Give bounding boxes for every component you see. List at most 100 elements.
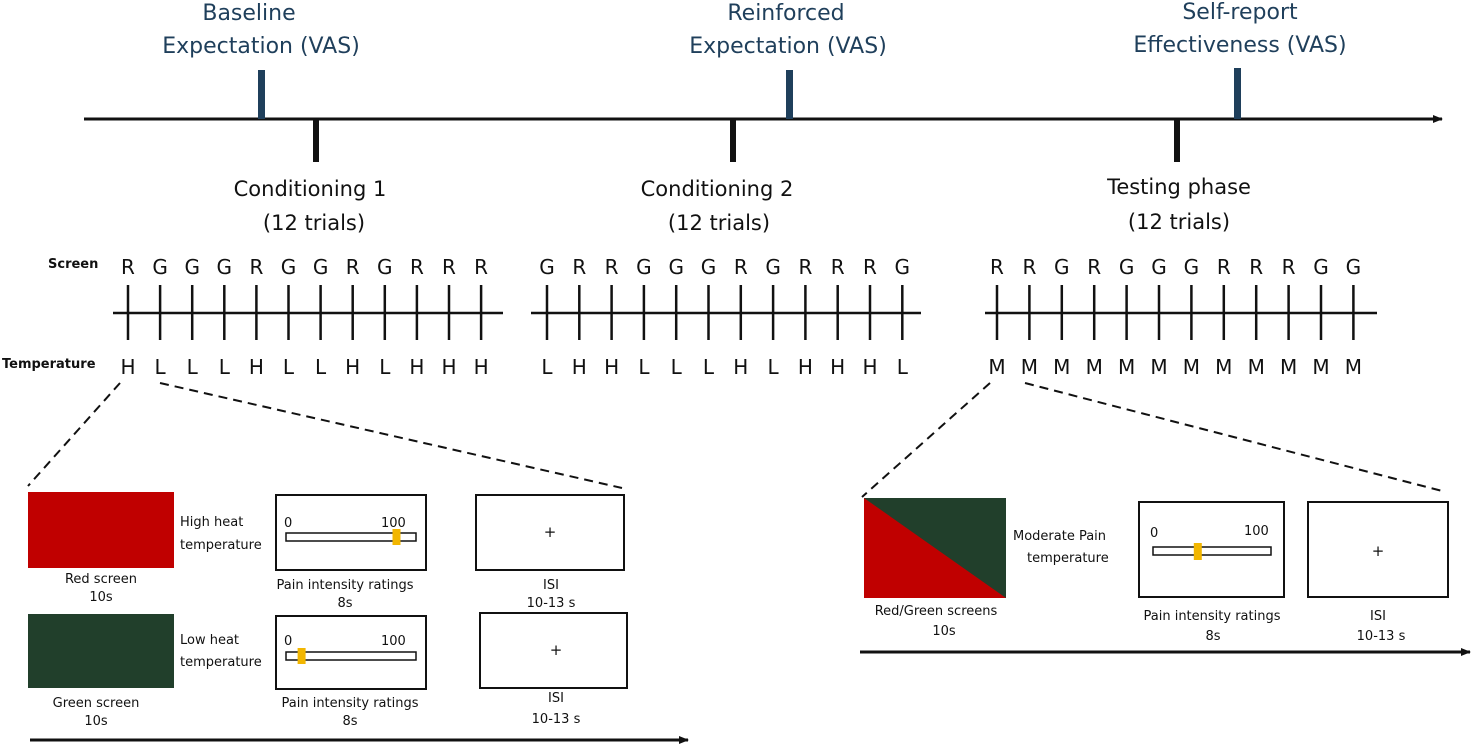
temperature-trial-letter: H [604, 355, 619, 379]
red-trial-rating-slider [285, 532, 417, 542]
phase-label-conditioning-2: Conditioning 2 [641, 177, 794, 201]
screen-trial-letter: R [831, 255, 845, 279]
phase-trials-testing: (12 trials) [1128, 210, 1230, 234]
red-trial-scale-min: 0 [284, 516, 292, 531]
temperature-trial-letter: H [572, 355, 587, 379]
zoom-line-testing-right [1024, 382, 1447, 493]
green-trial-rating-marker [297, 648, 306, 664]
temperature-trial-letter: H [249, 355, 264, 379]
green-trial-rating-duration: 8s [342, 714, 357, 729]
screen-trial-letter: R [1249, 255, 1263, 279]
screen-trial-letter: R [605, 255, 619, 279]
temperature-trial-letter: M [1312, 355, 1329, 379]
screen-trial-letter: G [765, 255, 781, 279]
screen-trial-letter: R [1022, 255, 1036, 279]
vas-label-baseline-line1: Baseline [202, 1, 295, 26]
red-trial-scale-max: 100 [381, 516, 406, 531]
green-trial-isi-duration: 10-13 s [532, 712, 581, 727]
screen-trial-letter: G [895, 255, 911, 279]
vas-label-reinforced-line2: Expectation (VAS) [689, 34, 887, 59]
temperature-trial-letter: H [733, 355, 748, 379]
temperature-trial-letter: H [345, 355, 360, 379]
phase-marker-testing [1174, 119, 1180, 162]
temperature-trial-letter: M [1021, 355, 1038, 379]
red-trial-rating-label: Pain intensity ratings [277, 578, 414, 593]
screen-trial-letter: R [1087, 255, 1101, 279]
testing-isi-label: ISI [1370, 609, 1386, 624]
testing-rating-label: Pain intensity ratings [1144, 609, 1281, 624]
temperature-trial-letter: L [315, 355, 327, 379]
screen-trial-letter: R [249, 255, 263, 279]
vas-label-reinforced-line1: Reinforced [727, 1, 844, 26]
screen-trial-letter: G [539, 255, 555, 279]
screen-trial-letter: G [1119, 255, 1135, 279]
screen-trial-letter: R [734, 255, 748, 279]
screen-trial-letter: R [1282, 255, 1296, 279]
testing-scale-max: 100 [1244, 524, 1269, 539]
testing-isi-fixation: + [1372, 542, 1385, 560]
high-heat-label-line2: temperature [180, 538, 262, 553]
screen-trial-letter: G [152, 255, 168, 279]
screen-trial-letter: G [636, 255, 652, 279]
screen-trial-letter: R [121, 255, 135, 279]
low-heat-label-line1: Low heat [180, 633, 239, 648]
temperature-trial-letter: H [120, 355, 135, 379]
red-trial-isi-duration: 10-13 s [527, 596, 576, 611]
phase-trials-conditioning-2: (12 trials) [668, 211, 770, 235]
green-screen-duration: 10s [84, 714, 108, 729]
screen-trial-letter: G [184, 255, 200, 279]
temperature-trial-letter: M [1183, 355, 1200, 379]
screen-trial-letter: G [1151, 255, 1167, 279]
zoom-line-conditioning-left [27, 382, 121, 487]
green-screen-swatch [28, 614, 174, 688]
temperature-trial-letter: H [409, 355, 424, 379]
screen-trial-letter: G [217, 255, 233, 279]
vas-label-self-report-line2: Effectiveness (VAS) [1133, 33, 1346, 58]
screen-trial-letter: G [1184, 255, 1200, 279]
phase-trials-conditioning-1: (12 trials) [263, 211, 365, 235]
screen-trial-letter: G [1054, 255, 1070, 279]
screen-trial-letter: R [410, 255, 424, 279]
screen-trial-letter: G [281, 255, 297, 279]
phase-marker-conditioning-1 [313, 119, 319, 162]
temperature-trial-letter: M [1086, 355, 1103, 379]
red-trial-rating-duration: 8s [337, 596, 352, 611]
red-trial-isi-label: ISI [543, 578, 559, 593]
vas-marker-self-report [1234, 68, 1241, 119]
screen-trial-letter: R [346, 255, 360, 279]
temperature-trial-letter: L [703, 355, 715, 379]
temperature-trial-letter: L [155, 355, 167, 379]
screen-trial-letter: R [474, 255, 488, 279]
green-screen-label: Green screen [53, 696, 140, 711]
temperature-trial-letter: M [988, 355, 1005, 379]
screen-trial-letter: R [572, 255, 586, 279]
temperature-trial-letter: H [862, 355, 877, 379]
screen-trial-letter: R [863, 255, 877, 279]
phase-marker-conditioning-2 [730, 119, 736, 162]
testing-rating-slider [1152, 546, 1272, 556]
red-trial-rating-marker [392, 529, 401, 545]
row-label-screen: Screen [48, 257, 98, 272]
temperature-trial-letter: M [1150, 355, 1167, 379]
vas-marker-baseline [258, 70, 265, 119]
red-green-screen-duration: 10s [932, 624, 956, 639]
testing-rating-duration: 8s [1205, 629, 1220, 644]
temperature-trial-letter: M [1248, 355, 1265, 379]
red-trial-isi-box [475, 494, 625, 571]
temperature-trial-letter: L [219, 355, 231, 379]
green-trial-isi-fixation: + [550, 641, 563, 659]
red-screen-duration: 10s [89, 590, 113, 605]
testing-isi-box [1307, 501, 1449, 598]
temperature-trial-letter: L [541, 355, 553, 379]
low-heat-label-line2: temperature [180, 655, 262, 670]
green-trial-rating-slider [285, 651, 417, 661]
temperature-trial-letter: H [830, 355, 845, 379]
temperature-trial-letter: M [1053, 355, 1070, 379]
green-trial-scale-max: 100 [381, 634, 406, 649]
testing-isi-duration: 10-13 s [1357, 629, 1406, 644]
screen-trial-letter: G [701, 255, 717, 279]
temperature-trial-letter: L [897, 355, 909, 379]
green-trial-scale-min: 0 [284, 634, 292, 649]
temperature-trial-letter: L [283, 355, 295, 379]
